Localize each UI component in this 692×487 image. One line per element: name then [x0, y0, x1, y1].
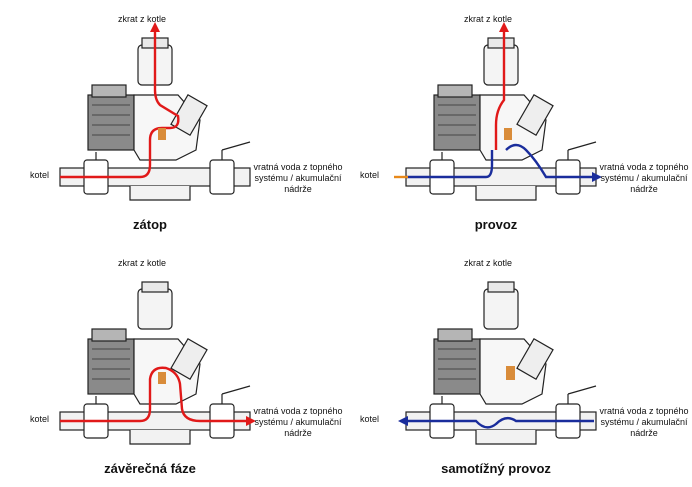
- label-return: vratná voda z topného systému / akumulač…: [599, 162, 689, 194]
- valve-insert: [158, 372, 166, 384]
- flow-cold: [398, 416, 594, 429]
- label-top: zkrat z kotle: [464, 14, 513, 24]
- caption: samotížný provoz: [441, 461, 551, 476]
- valve-drawing-zaverecna: [59, 281, 256, 445]
- label-top: zkrat z kotle: [118, 14, 167, 24]
- valve-drawing-samotizny: [398, 281, 597, 445]
- valve-insert: [504, 128, 512, 140]
- valve-drawing-provoz: [394, 22, 602, 201]
- valve-drawing-zatop: [59, 22, 251, 201]
- flow-hot: [494, 22, 509, 150]
- flow-hot: [60, 366, 256, 426]
- label-kotel: kotel: [30, 414, 50, 424]
- caption: zátop: [133, 217, 167, 232]
- label-kotel: kotel: [360, 414, 380, 424]
- label-kotel: kotel: [30, 170, 50, 180]
- label-return: vratná voda z topného systému / akumulač…: [599, 406, 689, 438]
- label-return: vratná voda z topného systému / akumulač…: [253, 406, 343, 438]
- caption: provoz: [474, 217, 518, 232]
- valve-body: [59, 281, 251, 445]
- panel-provoz: zkrat z kotle kotel vratná voda z topnéh…: [346, 0, 692, 243]
- label-kotel: kotel: [360, 170, 380, 180]
- valve-body: [405, 37, 597, 201]
- valve-insert: [506, 366, 515, 380]
- flow-cold: [406, 143, 602, 182]
- panel-zatop: zkrat z kotle kotel vratná voda z topnéh…: [0, 0, 346, 243]
- valve-insert: [158, 128, 166, 140]
- panel-zaverecna: zkrat z kotle kotel vratná voda z topnéh…: [0, 244, 346, 487]
- caption: závěrečná fáze: [104, 461, 196, 476]
- label-return: vratná voda z topného systému / akumulač…: [253, 162, 343, 194]
- label-top: zkrat z kotle: [464, 258, 513, 268]
- label-top: zkrat z kotle: [118, 258, 167, 268]
- panel-samotizny: zkrat z kotle kotel vratná voda z topnéh…: [346, 244, 692, 487]
